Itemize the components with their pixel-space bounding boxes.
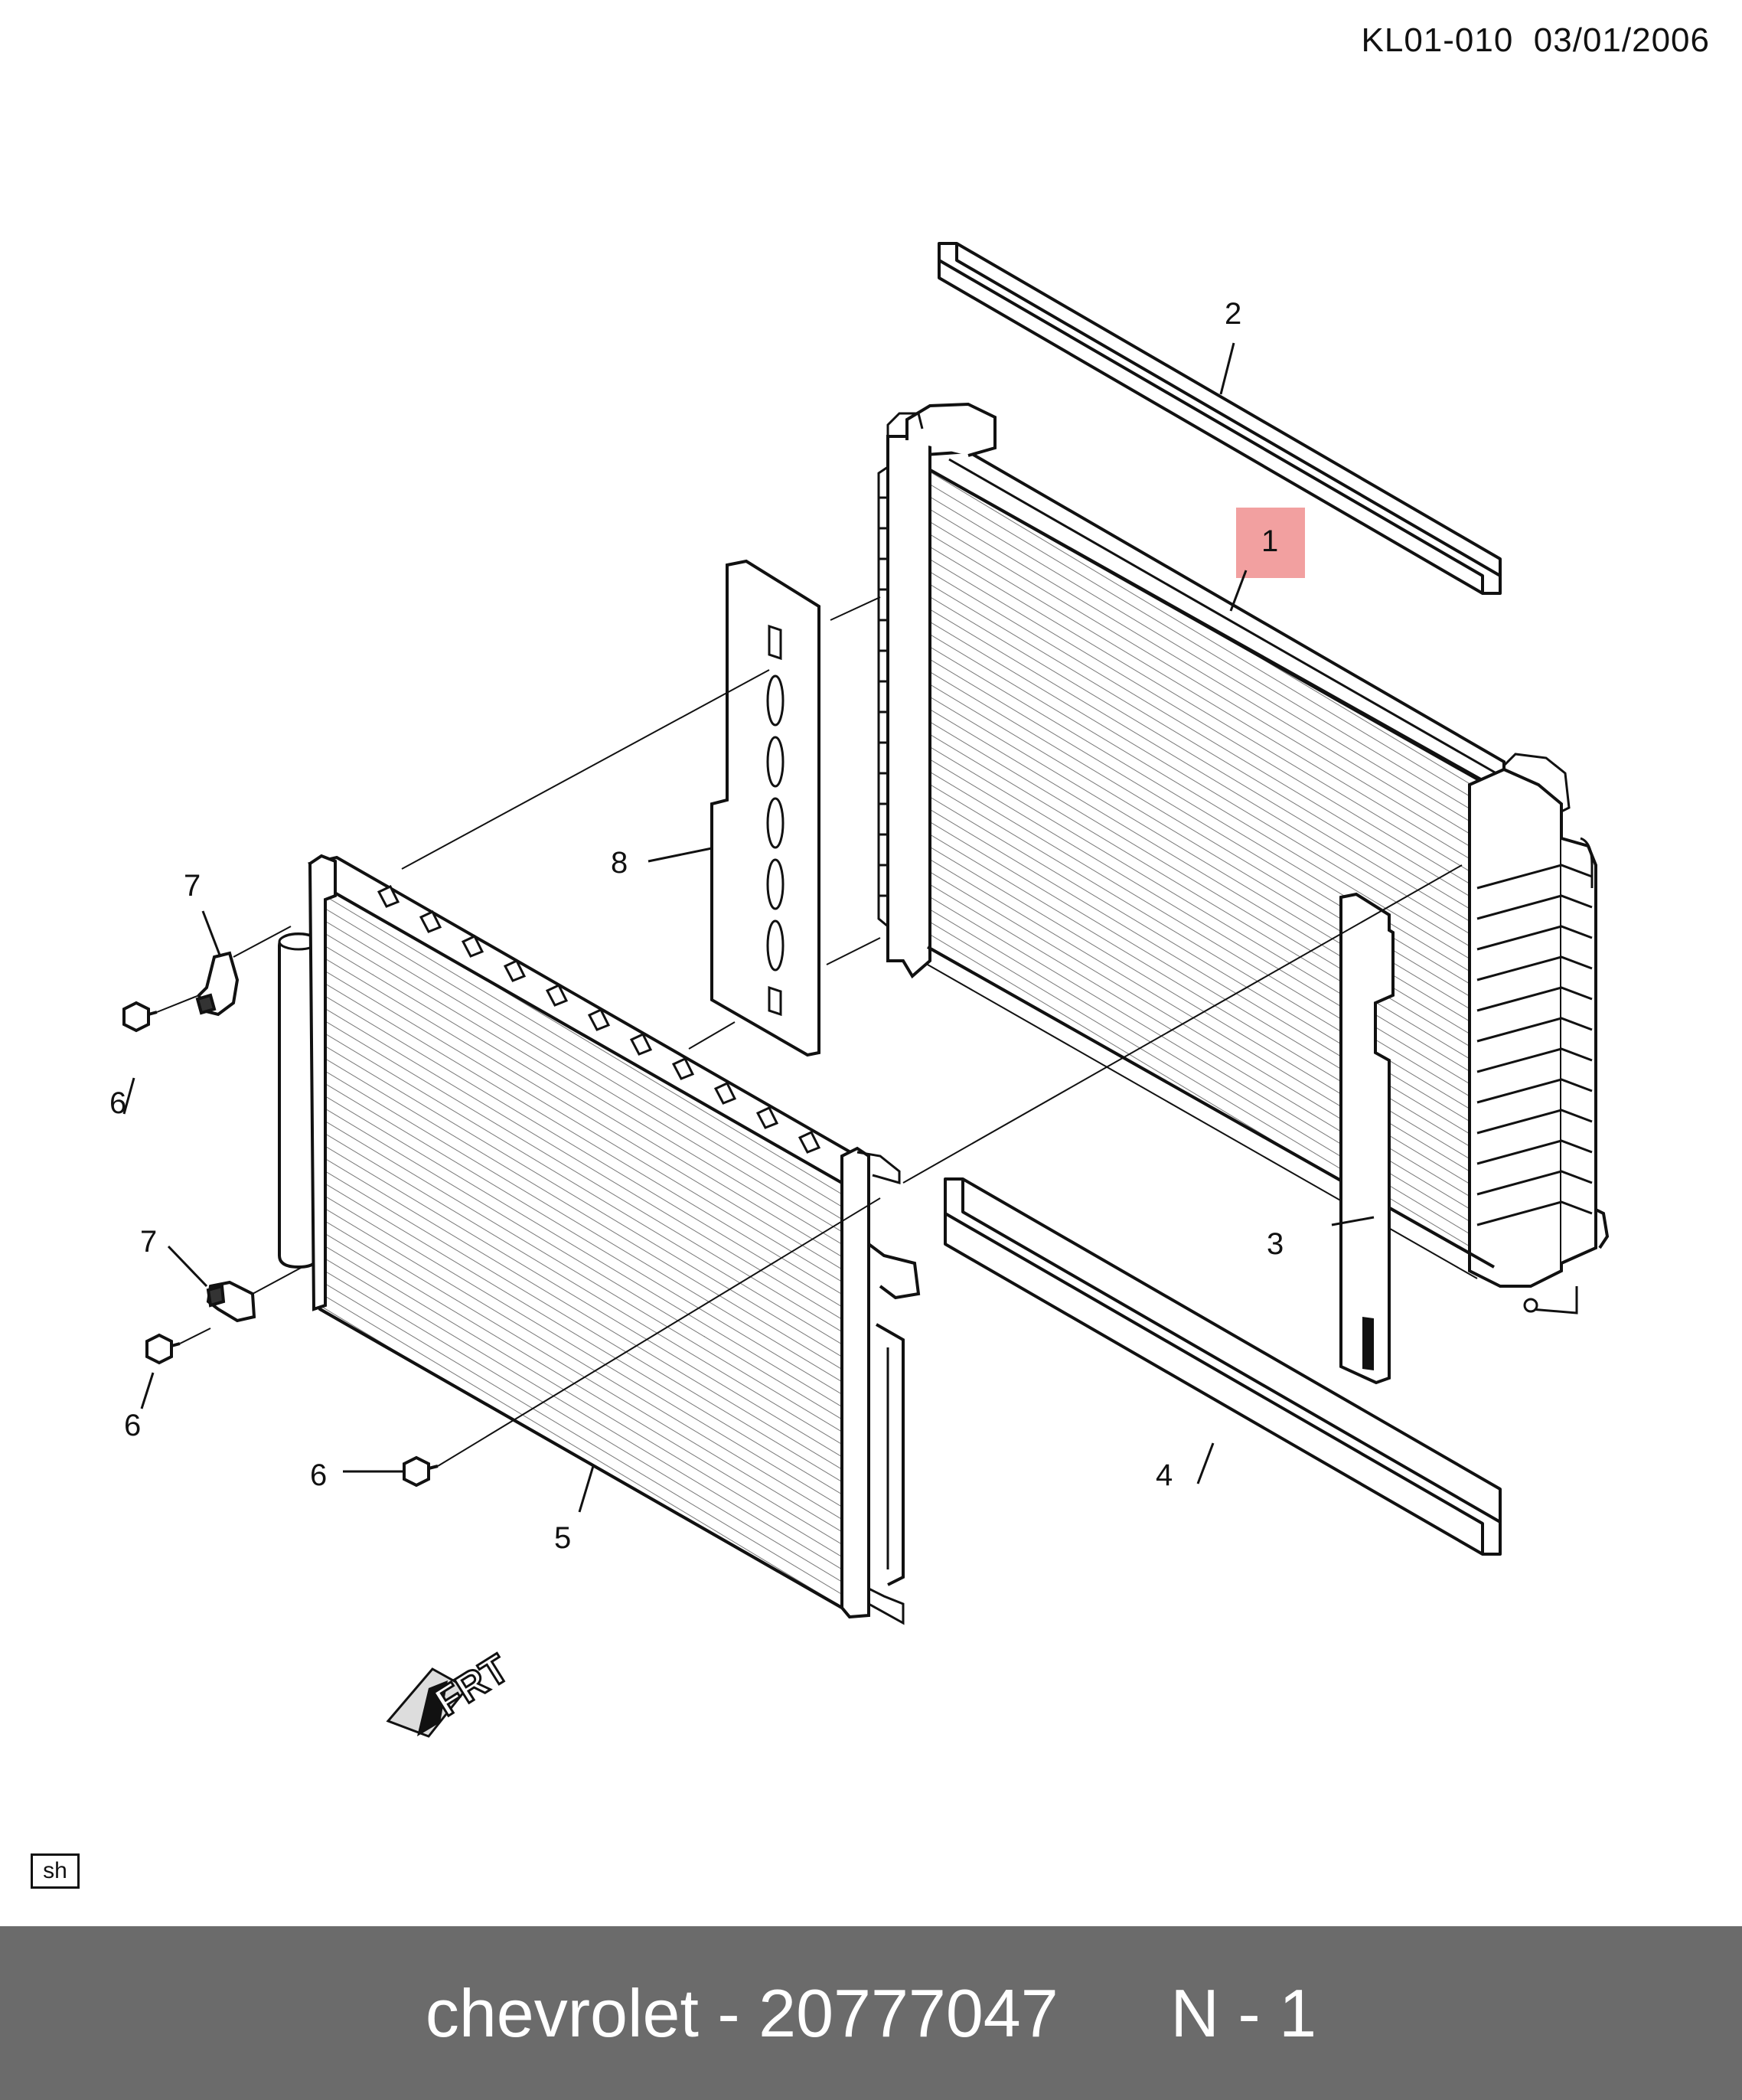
assembly-guide-lines (156, 596, 1463, 1467)
front-direction-arrow: FRT (386, 1645, 518, 1738)
lower-seal-strip (944, 1177, 1502, 1556)
footer-bar: chevrolet - 20777047 N - 1 (0, 1926, 1742, 2100)
footer-separator: - (717, 1974, 740, 2051)
corner-tag: sh (31, 1853, 80, 1889)
callout-6-upper: 6 (109, 1086, 126, 1120)
callout-1: 1 (1261, 524, 1278, 558)
leader-lines (122, 342, 1375, 1513)
callout-8: 8 (611, 846, 628, 880)
exploded-parts-diagram: FRT 1 2 3 4 5 6 6 6 7 7 8 (109, 242, 1610, 1738)
callout-3: 3 (1267, 1227, 1284, 1261)
callout-6-middle: 6 (124, 1409, 141, 1442)
footer-qty-value: 1 (1279, 1974, 1317, 2051)
upper-bracket (195, 951, 240, 1017)
footer-part-number: 20777047 (758, 1974, 1059, 2051)
callout-5: 5 (554, 1521, 571, 1555)
callout-4: 4 (1156, 1458, 1173, 1492)
callout-2: 2 (1225, 297, 1241, 331)
bolt-upper (122, 1001, 158, 1033)
footer-brand: chevrolet (425, 1974, 699, 2051)
left-side-air-seal (710, 559, 820, 1057)
document-code: KL01-010 03/01/2006 (1361, 21, 1710, 59)
right-side-air-seal (1339, 892, 1395, 1385)
footer-qty-separator: - (1238, 1974, 1261, 2051)
upper-seal-strip (938, 242, 1502, 595)
lower-bracket (206, 1280, 256, 1323)
callout-7-lower: 7 (140, 1225, 157, 1259)
bolt-lower (403, 1455, 439, 1488)
callout-1-highlight (1236, 508, 1305, 578)
callout-7-upper: 7 (184, 869, 201, 903)
condenser (278, 854, 921, 1625)
footer-qty-label: N (1170, 1974, 1219, 2051)
callout-6-lower: 6 (310, 1458, 327, 1492)
bolt-middle (145, 1333, 181, 1365)
